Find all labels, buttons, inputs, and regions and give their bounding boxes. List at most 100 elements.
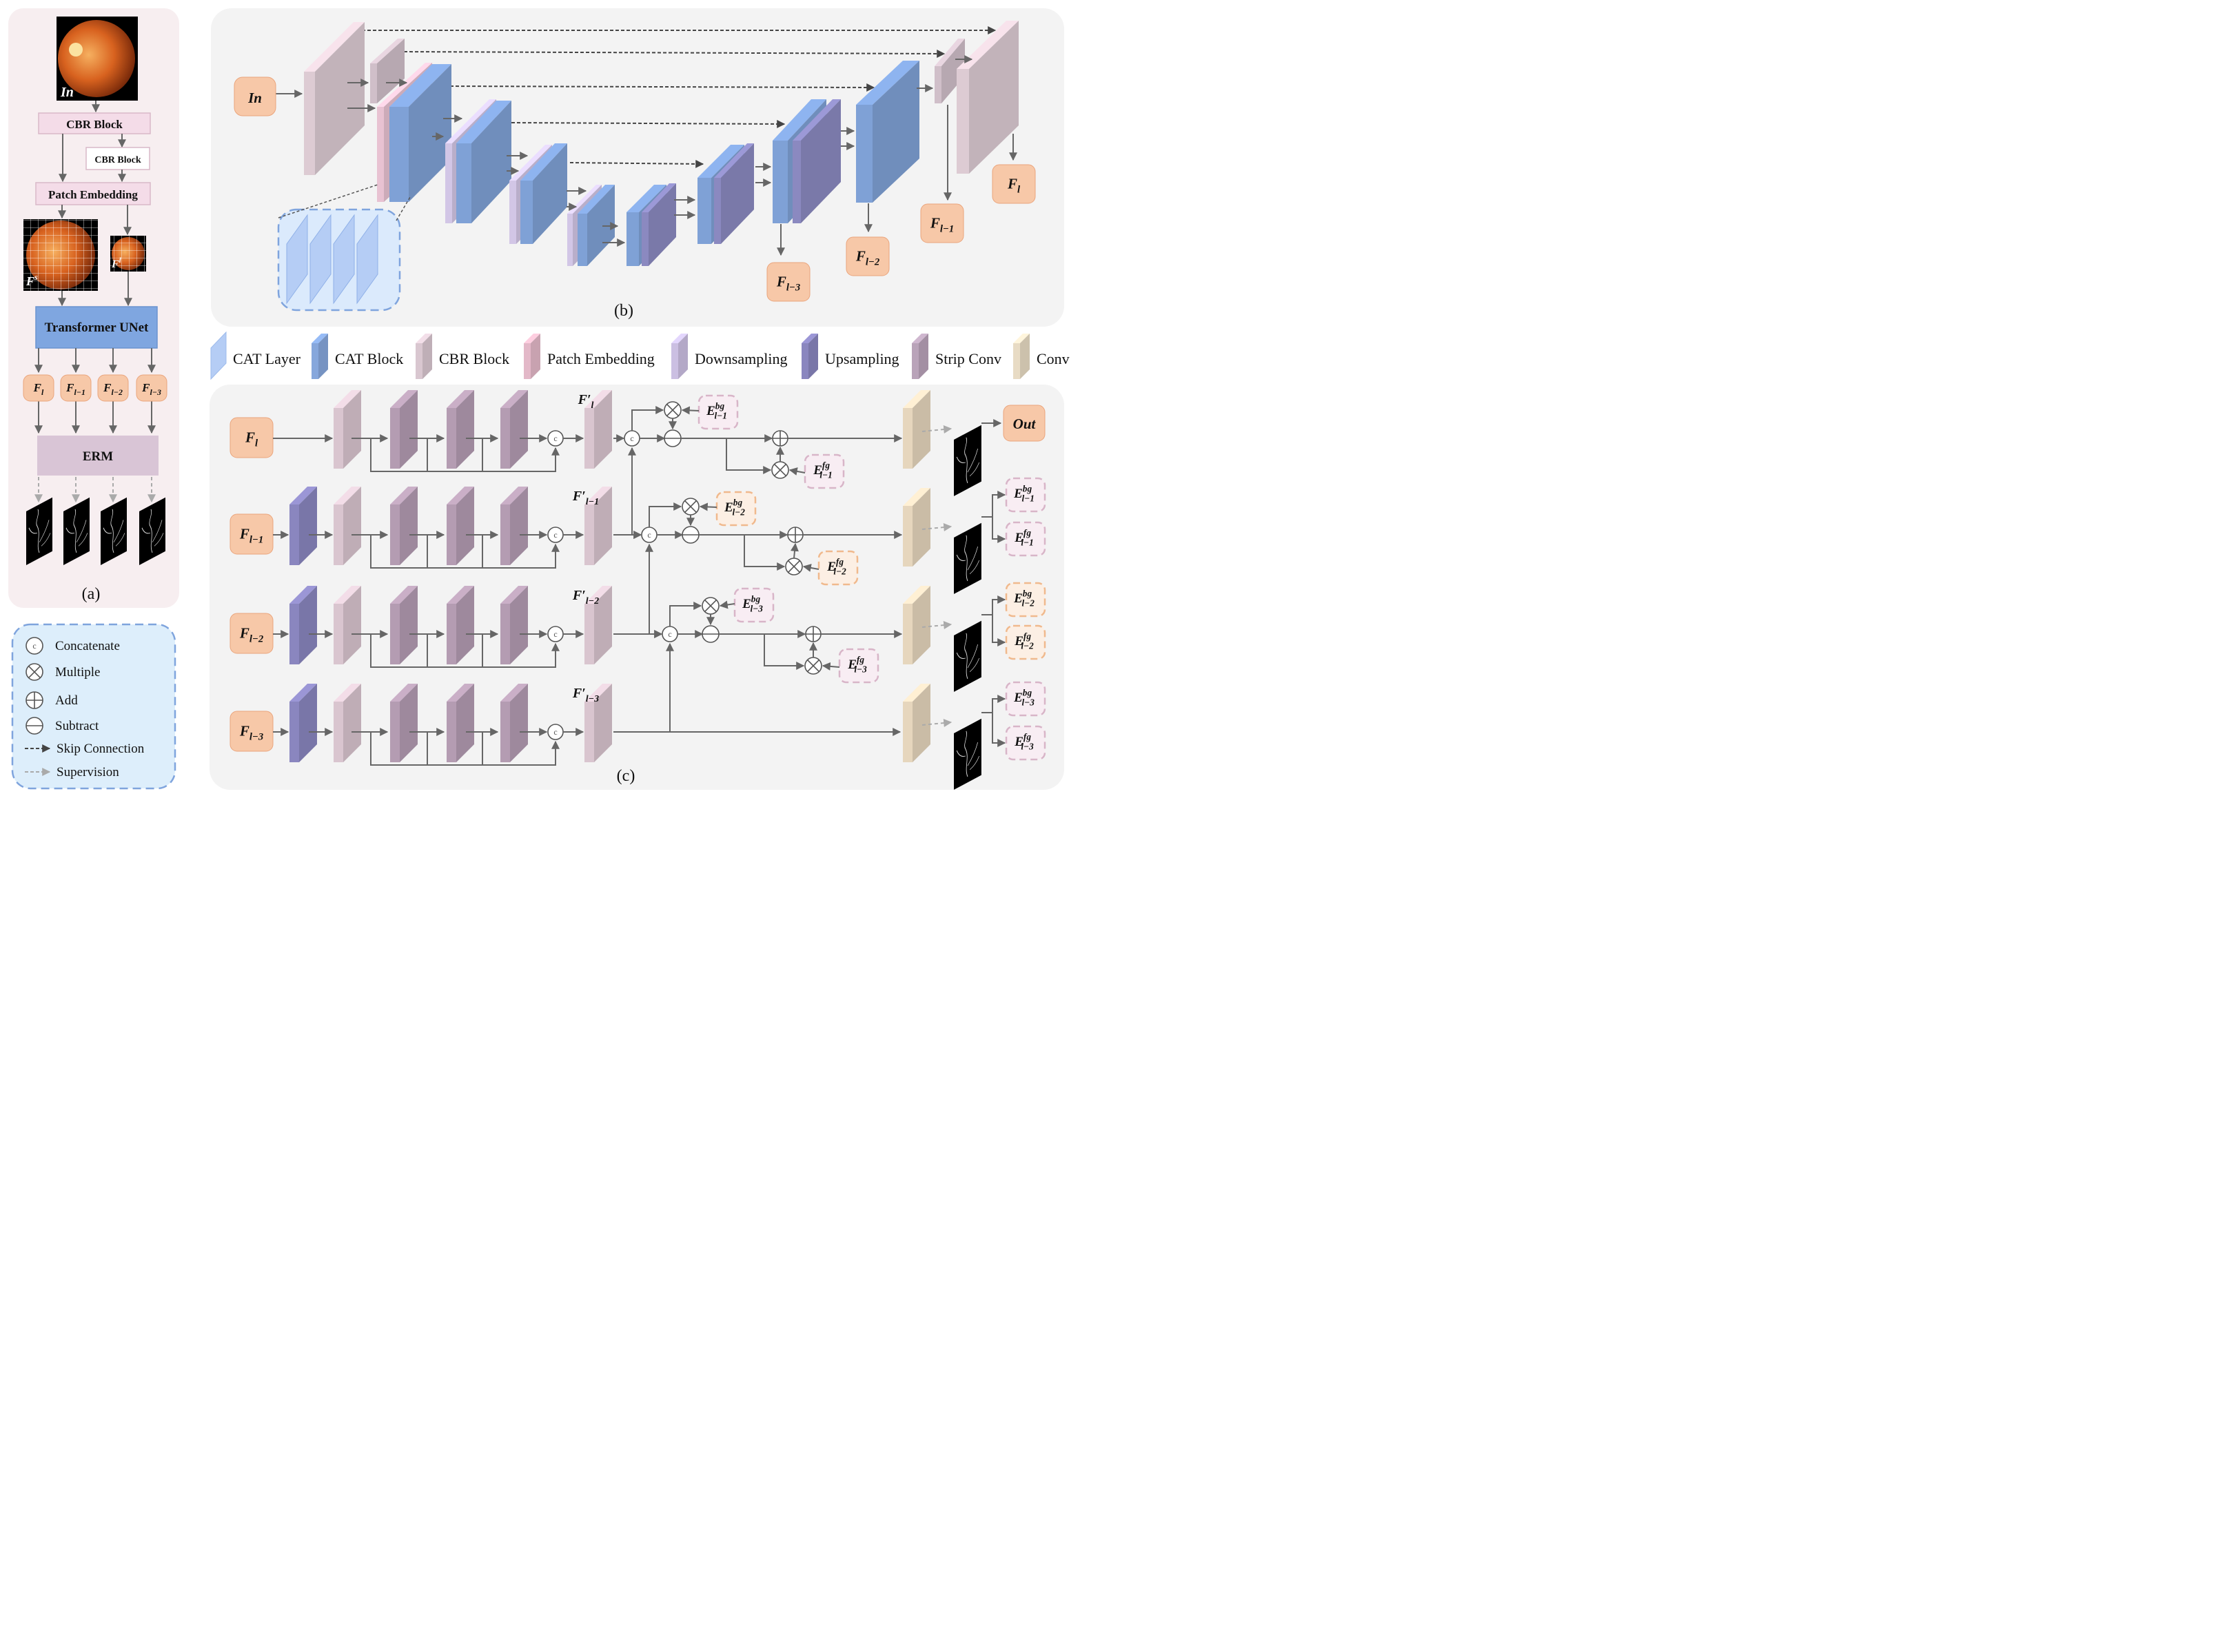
erm-input-3: Fl−3 [230,711,274,752]
transformer-unet-box [35,306,158,349]
legend-label: Supervision [57,765,119,779]
block-legend-label: Strip Conv [935,350,1001,367]
concat-glyph: c [553,434,557,443]
block-legend-cbr-block: CBR Block [416,334,509,379]
feature-box-3-label: Fl−3 [141,381,161,397]
strip-conv-0 [390,390,418,469]
cross-row-connections [613,447,901,736]
erm-input-1: Fl−1 [230,513,274,555]
erm-input-1-label: Fl−1 [239,525,263,545]
concat-operator: c [547,724,564,740]
legend-item-subtract: Subtract [26,717,99,735]
block-legend-cat-layer: CAT Layer [210,331,301,380]
caption-b: (b) [614,302,633,320]
legend-label: Subtract [55,719,99,733]
strip-conv-2 [500,586,528,664]
cat-layer-sheet-0 [286,214,308,305]
cat-layer-sheet-1 [309,214,332,305]
concat-operator: c [26,637,43,655]
upsampling-1 [642,183,676,266]
fprime-cbr-block [584,684,612,762]
legend-item-concat: c Concatenate [26,637,120,655]
feature-box-1-label: Fl−1 [65,381,85,397]
upsampling-block [289,586,317,664]
block-legend-label: Conv [1037,350,1070,367]
concat-glyph: c [647,530,651,540]
cbr-block-dec-1 [935,39,965,103]
legend-swatch [671,334,688,379]
block-legend-upsampling: Upsampling [802,334,899,379]
concat-glyph: c [668,629,671,639]
cbr-block [334,390,361,469]
caption-a: (a) [82,585,101,603]
cat-block-enc-1 [389,64,451,202]
upsampling-2 [714,143,754,244]
fprime-label: F′l [578,392,594,411]
conv-block [903,586,930,664]
legend-box [11,623,176,790]
legend-item-supervision-arrow: Supervision [25,765,119,779]
patch-embedding-box [35,182,151,205]
final-output-label: Out [1013,416,1037,432]
legend-swatch [1013,334,1030,379]
strip-conv-2 [500,684,528,762]
fs-label: Fs [26,272,38,288]
erm-label: ERM [83,449,113,464]
erm-box [37,436,159,476]
legend-swatch [802,334,818,379]
output-feature-b-3-label: Fl−3 [776,273,800,293]
concat-operator: c [547,626,564,642]
output-conv-3 [903,684,982,791]
concat-glyph: c [630,434,633,443]
block-legend-label: CAT Block [335,350,403,367]
output-feature-b-0-label: Fl [1007,175,1021,195]
cbr-block-label: CBR Block [66,118,123,131]
strip-conv-2 [500,390,528,469]
multiply-operator [664,401,682,419]
fprime-label: F′l−2 [572,588,599,606]
cat-block-bottleneck [578,185,615,266]
cbr-block-small-box [85,147,150,170]
legend-label: Concatenate [55,639,120,653]
cbr-block-enc-2 [370,39,405,103]
output-feature-b-1-label: Fl−1 [930,214,954,234]
strip-conv-0 [390,684,418,762]
legend-swatch [416,334,432,379]
subtract-operator [26,717,43,735]
block-legend-cat-block: CAT Block [312,334,403,379]
concat-operator: c [662,626,678,642]
cbr-block-small-label: CBR Block [94,155,141,165]
concat-glyph: c [553,629,557,639]
cat-block-dec-4 [856,61,919,203]
add-operator [772,430,788,447]
cbr-block [334,487,361,565]
concat-operator: c [547,430,564,447]
diagram-canvas: In CBR Block CBR Block Patch Embedding F… [8,8,1070,791]
conv-block [903,390,930,469]
conv-block [903,488,930,567]
legend-label: Multiple [55,665,100,680]
output-conv-2 [903,586,982,693]
multiply-operator [804,657,822,675]
